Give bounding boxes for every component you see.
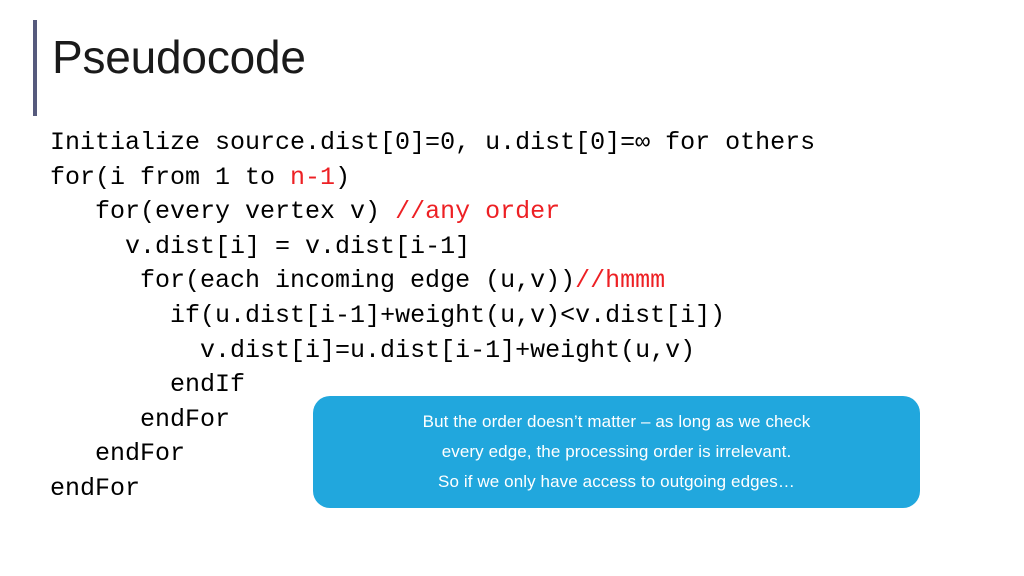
code-line: for(i from 1 to n-1) [50, 161, 1010, 196]
code-line: endFor [50, 472, 1010, 507]
code-text: v.dist[i] = v.dist[i-1] [125, 231, 471, 261]
code-indent [50, 405, 140, 434]
code-line: for(each incoming edge (u,v))//hmmm [50, 264, 1010, 299]
code-text: if(u.dist[i-1]+weight(u,v)<v.dist[i]) [170, 300, 726, 330]
code-text: Initialize source.dist[0]=0, u.dist[0]=∞… [50, 128, 816, 157]
code-text: for(every vertex v) [95, 197, 396, 227]
code-text: endFor [95, 439, 186, 469]
code-line: v.dist[i]=u.dist[i-1]+weight(u,v) [50, 334, 1010, 369]
code-line: endIf [50, 368, 1010, 403]
code-indent [50, 197, 95, 226]
code-indent [50, 439, 95, 468]
title-accent-bar [33, 20, 37, 116]
code-text: for(each incoming edge (u,v)) [140, 266, 576, 296]
callout-box: But the order doesn’t matter – as long a… [313, 396, 920, 508]
code-text: endFor [50, 473, 141, 503]
code-comment: //hmmm [575, 266, 666, 296]
code-text: v.dist[i]=u.dist[i-1]+weight(u,v) [200, 335, 696, 365]
code-line: if(u.dist[i-1]+weight(u,v)<v.dist[i]) [50, 299, 1010, 334]
code-comment: n-1 [290, 162, 336, 192]
code-text: for(i from 1 to [50, 162, 291, 192]
code-line: Initialize source.dist[0]=0, u.dist[0]=∞… [50, 126, 1010, 161]
callout-text-line: So if we only have access to outgoing ed… [438, 472, 795, 491]
code-line: v.dist[i] = v.dist[i-1] [50, 230, 1010, 265]
callout-text-line: But the order doesn’t matter – as long a… [422, 412, 811, 431]
code-comment: //any order [395, 197, 561, 227]
code-indent [50, 266, 140, 295]
code-text: endIf [170, 370, 246, 400]
code-indent [50, 301, 170, 330]
code-indent [50, 232, 125, 261]
code-text: endFor [140, 404, 231, 434]
code-tail: ) [335, 162, 351, 192]
code-line: endFor [50, 403, 1010, 438]
code-indent [50, 370, 170, 399]
code-line: for(every vertex v) //any order [50, 195, 1010, 230]
code-line: endFor [50, 437, 1010, 472]
page-title: Pseudocode [52, 31, 306, 83]
pseudocode-block: Initialize source.dist[0]=0, u.dist[0]=∞… [50, 126, 1010, 507]
callout-text-line: every edge, the processing order is irre… [441, 442, 792, 461]
code-indent [50, 336, 200, 365]
